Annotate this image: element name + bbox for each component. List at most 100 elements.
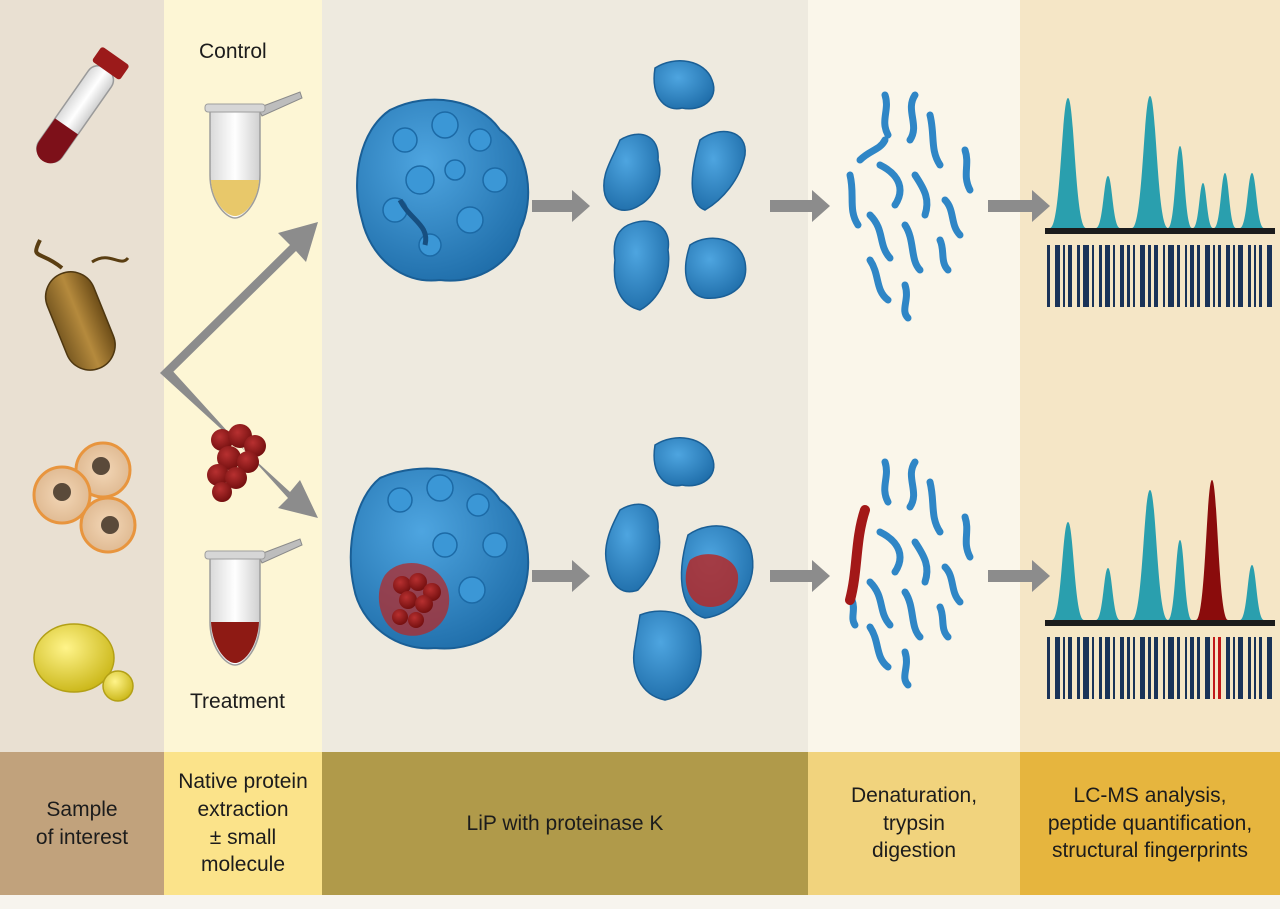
barcode-bar (1068, 245, 1072, 307)
barcode-bar (1133, 637, 1135, 699)
spectrum-peak (1050, 98, 1086, 228)
barcode-bar (1185, 637, 1187, 699)
yeast-icon (33, 623, 134, 702)
barcode-bar (1133, 245, 1135, 307)
barcode-bar (1105, 245, 1110, 307)
barcode-bar (1259, 245, 1262, 307)
small-molecule-icon (207, 424, 266, 502)
barcode-bar (1267, 245, 1272, 307)
blood-tube-icon (36, 47, 129, 164)
barcode-bar (1233, 245, 1235, 307)
barcode-bar (1099, 637, 1102, 699)
barcode-bar (1218, 637, 1221, 699)
treatment-tube-icon (204, 538, 303, 666)
barcode-bar (1068, 637, 1072, 699)
barcode-bar (1148, 637, 1151, 699)
barcode-bar (1077, 245, 1080, 307)
barcode-bar (1127, 245, 1130, 307)
spectrum-peak (1168, 540, 1192, 620)
barcode-bar (1190, 245, 1194, 307)
spectrum-peak (1214, 173, 1236, 228)
barcode-bar (1248, 245, 1251, 307)
barcode-bar (1267, 637, 1272, 699)
spectrum-peak (1240, 565, 1264, 620)
barcode-bar (1083, 637, 1089, 699)
footer-lcms: LC-MS analysis, peptide quantification, … (1020, 752, 1280, 895)
barcode-bar (1226, 637, 1230, 699)
native-protein-treatment (349, 467, 530, 650)
split-arrow (160, 222, 318, 518)
barcode-bar (1238, 637, 1243, 699)
spectrum-peak (1168, 146, 1192, 228)
barcode-bar (1213, 637, 1215, 699)
barcode-bar (1140, 245, 1145, 307)
lcms-arrow-bottom (988, 560, 1050, 592)
peptides-treatment (845, 458, 974, 689)
barcode-bar (1077, 637, 1080, 699)
lcms-arrow-top (988, 190, 1050, 222)
spectrum-peak (1096, 568, 1120, 620)
barcode-bar (1083, 245, 1089, 307)
barcode-bar (1259, 637, 1262, 699)
barcode-bar (1055, 245, 1060, 307)
spectrum-peak (1132, 96, 1168, 228)
treatment-label: Treatment (190, 690, 285, 713)
lip-fragments-control (603, 60, 747, 311)
barcode-bar (1238, 245, 1243, 307)
spectrum-baseline (1045, 620, 1275, 626)
barcode-bar (1168, 637, 1174, 699)
barcode-bar (1120, 637, 1124, 699)
barcode-bar (1063, 637, 1065, 699)
spectrum-baseline (1045, 228, 1275, 234)
barcode-bar (1163, 637, 1165, 699)
barcode-bar (1120, 245, 1124, 307)
barcode-bar (1226, 245, 1230, 307)
spectrum-peak (1052, 522, 1084, 620)
peptides-control (846, 91, 974, 322)
spectrum-treatment (1045, 480, 1275, 699)
footer-lip: LiP with proteinase K (322, 752, 808, 895)
barcode-bar (1148, 245, 1151, 307)
barcode-bar (1113, 245, 1115, 307)
footer-extraction: Native protein extraction ± small molecu… (164, 752, 322, 895)
barcode-bar (1113, 637, 1115, 699)
barcode-bar (1099, 245, 1102, 307)
barcode-bar (1092, 637, 1094, 699)
barcode-bar (1218, 245, 1221, 307)
lip-fragments-treatment (605, 437, 754, 701)
spectrum-peak (1240, 173, 1264, 228)
bacterium-icon (34, 239, 130, 371)
barcode-bar (1233, 637, 1235, 699)
digestion-arrow-bottom (770, 560, 830, 592)
barcode-bar (1190, 637, 1194, 699)
barcode-bar (1213, 245, 1215, 307)
lip-arrow-top (532, 190, 590, 222)
barcode-bar (1154, 637, 1158, 699)
footer-digestion: Denaturation, trypsin digestion (808, 752, 1020, 895)
barcode-bar (1140, 637, 1145, 699)
barcode-bar (1248, 637, 1251, 699)
barcode-bar (1197, 245, 1200, 307)
spectrum-peak (1196, 480, 1228, 620)
spectrum-peak (1132, 490, 1168, 620)
barcode-bar (1177, 245, 1180, 307)
mammalian-cells-icon (32, 441, 137, 554)
barcode-bar (1205, 245, 1210, 307)
control-tube-icon (204, 91, 303, 219)
barcode-bar (1063, 245, 1065, 307)
control-label: Control (199, 40, 267, 63)
barcode-bar (1163, 245, 1165, 307)
barcode-bar (1205, 637, 1210, 699)
footer-sample: Sample of interest (0, 752, 164, 895)
native-protein-control (356, 98, 530, 282)
barcode-bar (1105, 637, 1110, 699)
barcode-bar (1154, 245, 1158, 307)
digestion-arrow-top (770, 190, 830, 222)
lip-arrow-bottom (532, 560, 590, 592)
barcode-bar (1254, 637, 1256, 699)
barcode-bar (1055, 637, 1060, 699)
spectrum-peak (1193, 183, 1213, 228)
workflow-diagram (32, 47, 1275, 702)
barcode-bar (1185, 245, 1187, 307)
barcode-bar (1177, 637, 1180, 699)
